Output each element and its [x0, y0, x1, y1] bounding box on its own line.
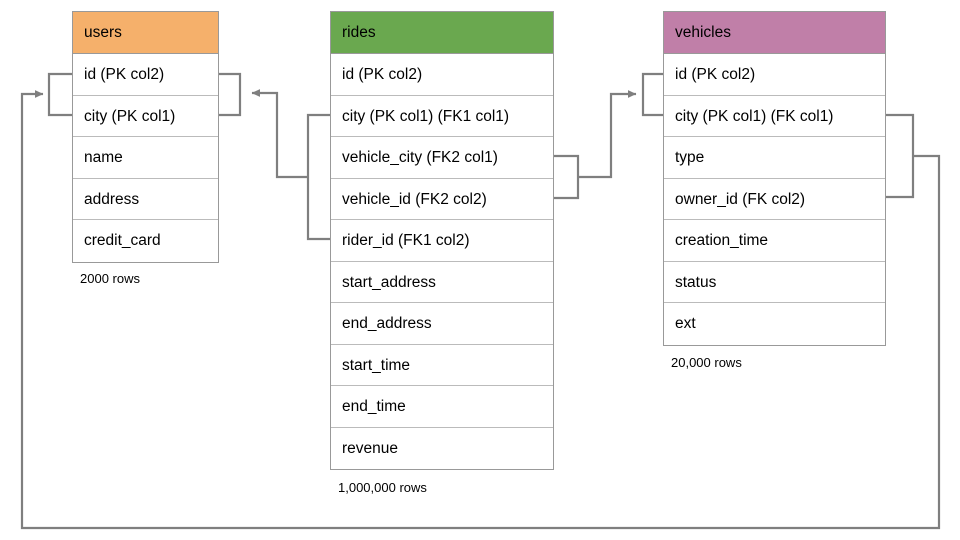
table-users[interactable]: users id (PK col2) city (PK col1) name a…	[72, 11, 219, 263]
connector-rides-right-bracket	[554, 154, 580, 200]
table-rides-row-count: 1,000,000 rows	[338, 480, 427, 495]
connector-users-left-bracket	[47, 72, 72, 117]
table-users-row-count: 2000 rows	[80, 271, 140, 286]
table-users-header: users	[73, 12, 218, 54]
table-rides-header: rides	[331, 12, 553, 54]
table-vehicles-column-id[interactable]: id (PK col2)	[664, 54, 885, 96]
table-vehicles-column-city[interactable]: city (PK col1) (FK col1)	[664, 96, 885, 137]
table-rides-column-end-time[interactable]: end_time	[331, 386, 553, 428]
table-users-column-address[interactable]: address	[73, 179, 218, 220]
table-rides-column-revenue[interactable]: revenue	[342, 439, 399, 457]
table-vehicles-column-type[interactable]: type	[664, 137, 885, 179]
table-vehicles-column-owner-id[interactable]: owner_id (FK col2)	[664, 179, 885, 220]
table-users-column-id[interactable]: id (PK col2)	[73, 54, 218, 96]
table-rides-column-start-address[interactable]: start_address	[331, 262, 553, 303]
connector-users-right-bracket	[219, 72, 242, 117]
table-rides-column-vehicle-city[interactable]: vehicle_city (FK2 col1)	[331, 137, 553, 179]
table-vehicles-row-count: 20,000 rows	[671, 355, 742, 370]
table-users-column-name[interactable]: name	[73, 137, 218, 179]
table-vehicles-column-creation-time[interactable]: creation_time	[664, 220, 885, 262]
table-rides-column-vehicle-id[interactable]: vehicle_id (FK2 col2)	[331, 179, 553, 220]
connector-vehicles-right-bracket	[886, 113, 915, 199]
connector-vehicles-left-bracket	[641, 72, 663, 117]
table-vehicles-column-status[interactable]: status	[664, 262, 885, 303]
table-users-column-credit-card[interactable]: credit_card	[84, 232, 161, 249]
table-users-column-city[interactable]: city (PK col1)	[73, 96, 218, 137]
table-rides-column-start-time[interactable]: start_time	[331, 345, 553, 386]
table-rides-column-id[interactable]: id (PK col2)	[331, 54, 553, 96]
connector-rides-to-vehicles	[578, 90, 637, 179]
connector-rides-to-users	[251, 89, 308, 179]
table-rides-column-end-address[interactable]: end_address	[331, 303, 553, 345]
table-vehicles[interactable]: vehicles id (PK col2) city (PK col1) (FK…	[663, 11, 886, 346]
table-rides[interactable]: rides id (PK col2) city (PK col1) (FK1 c…	[330, 11, 554, 470]
table-vehicles-header: vehicles	[664, 12, 885, 54]
connector-rides-left-bracket	[306, 113, 330, 241]
table-rides-column-rider-id[interactable]: rider_id (FK1 col2)	[331, 220, 553, 262]
table-vehicles-column-ext[interactable]: ext	[675, 315, 696, 332]
table-rides-column-city[interactable]: city (PK col1) (FK1 col1)	[331, 96, 553, 137]
